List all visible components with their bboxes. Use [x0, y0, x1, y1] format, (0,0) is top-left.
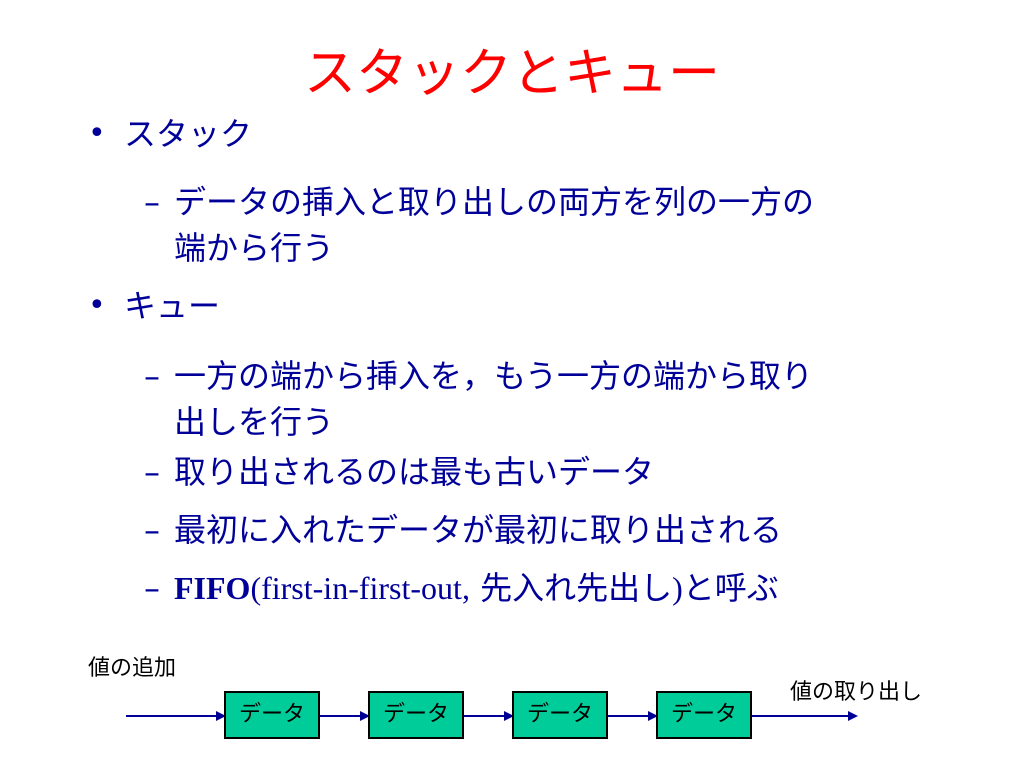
queue-cell-1: データ: [224, 691, 320, 739]
queue-diagram: 値の追加 値の取り出し データ データ データ データ: [0, 640, 1024, 768]
arrow-3-4: [608, 711, 658, 721]
dash-marker: –: [144, 183, 160, 221]
fifo-text: FIFO(first-in-first-out, 先入れ先出し)と呼ぶ: [174, 566, 779, 610]
queue-cell-2: データ: [368, 691, 464, 739]
stack-description-line1: データの挿入と取り出しの両方を列の一方の: [174, 183, 815, 221]
dash-marker: –: [144, 569, 160, 607]
queue-description-line2: 出しを行う: [174, 403, 335, 441]
slide-title: スタックとキュー: [303, 44, 720, 104]
queue-cell-4: データ: [656, 691, 752, 739]
dash-marker: –: [144, 453, 160, 491]
queue-description-line1: 一方の端から挿入を，もう一方の端から取り: [174, 357, 814, 395]
queue-oldest-text: 取り出されるのは最も古いデータ: [174, 453, 655, 491]
dash-marker: –: [144, 511, 160, 549]
fifo-acronym: FIFO: [174, 570, 251, 606]
queue-first-out-text: 最初に入れたデータが最初に取り出される: [174, 511, 783, 549]
arrow-in: [126, 711, 226, 721]
fifo-tail: と呼ぶ: [682, 569, 779, 607]
stack-description-line2: 端から行う: [174, 229, 335, 267]
queue-cell-3: データ: [512, 691, 608, 739]
remove-value-label: 値の取り出し: [790, 680, 923, 705]
fifo-expansion: (first-in-first-out,: [250, 570, 470, 606]
arrow-2-3: [464, 711, 514, 721]
dash-marker: –: [144, 357, 160, 395]
fifo-japanese: 先入れ先出し: [480, 569, 673, 607]
arrow-1-2: [320, 711, 370, 721]
add-value-label: 値の追加: [88, 656, 177, 681]
arrow-out: [752, 711, 858, 721]
bullet-queue-text: キュー: [124, 287, 221, 325]
bullet-marker: •: [88, 288, 106, 323]
bullet-stack-text: スタック: [124, 115, 253, 153]
fifo-close-paren: ): [672, 570, 683, 606]
bullet-marker: •: [88, 116, 106, 151]
